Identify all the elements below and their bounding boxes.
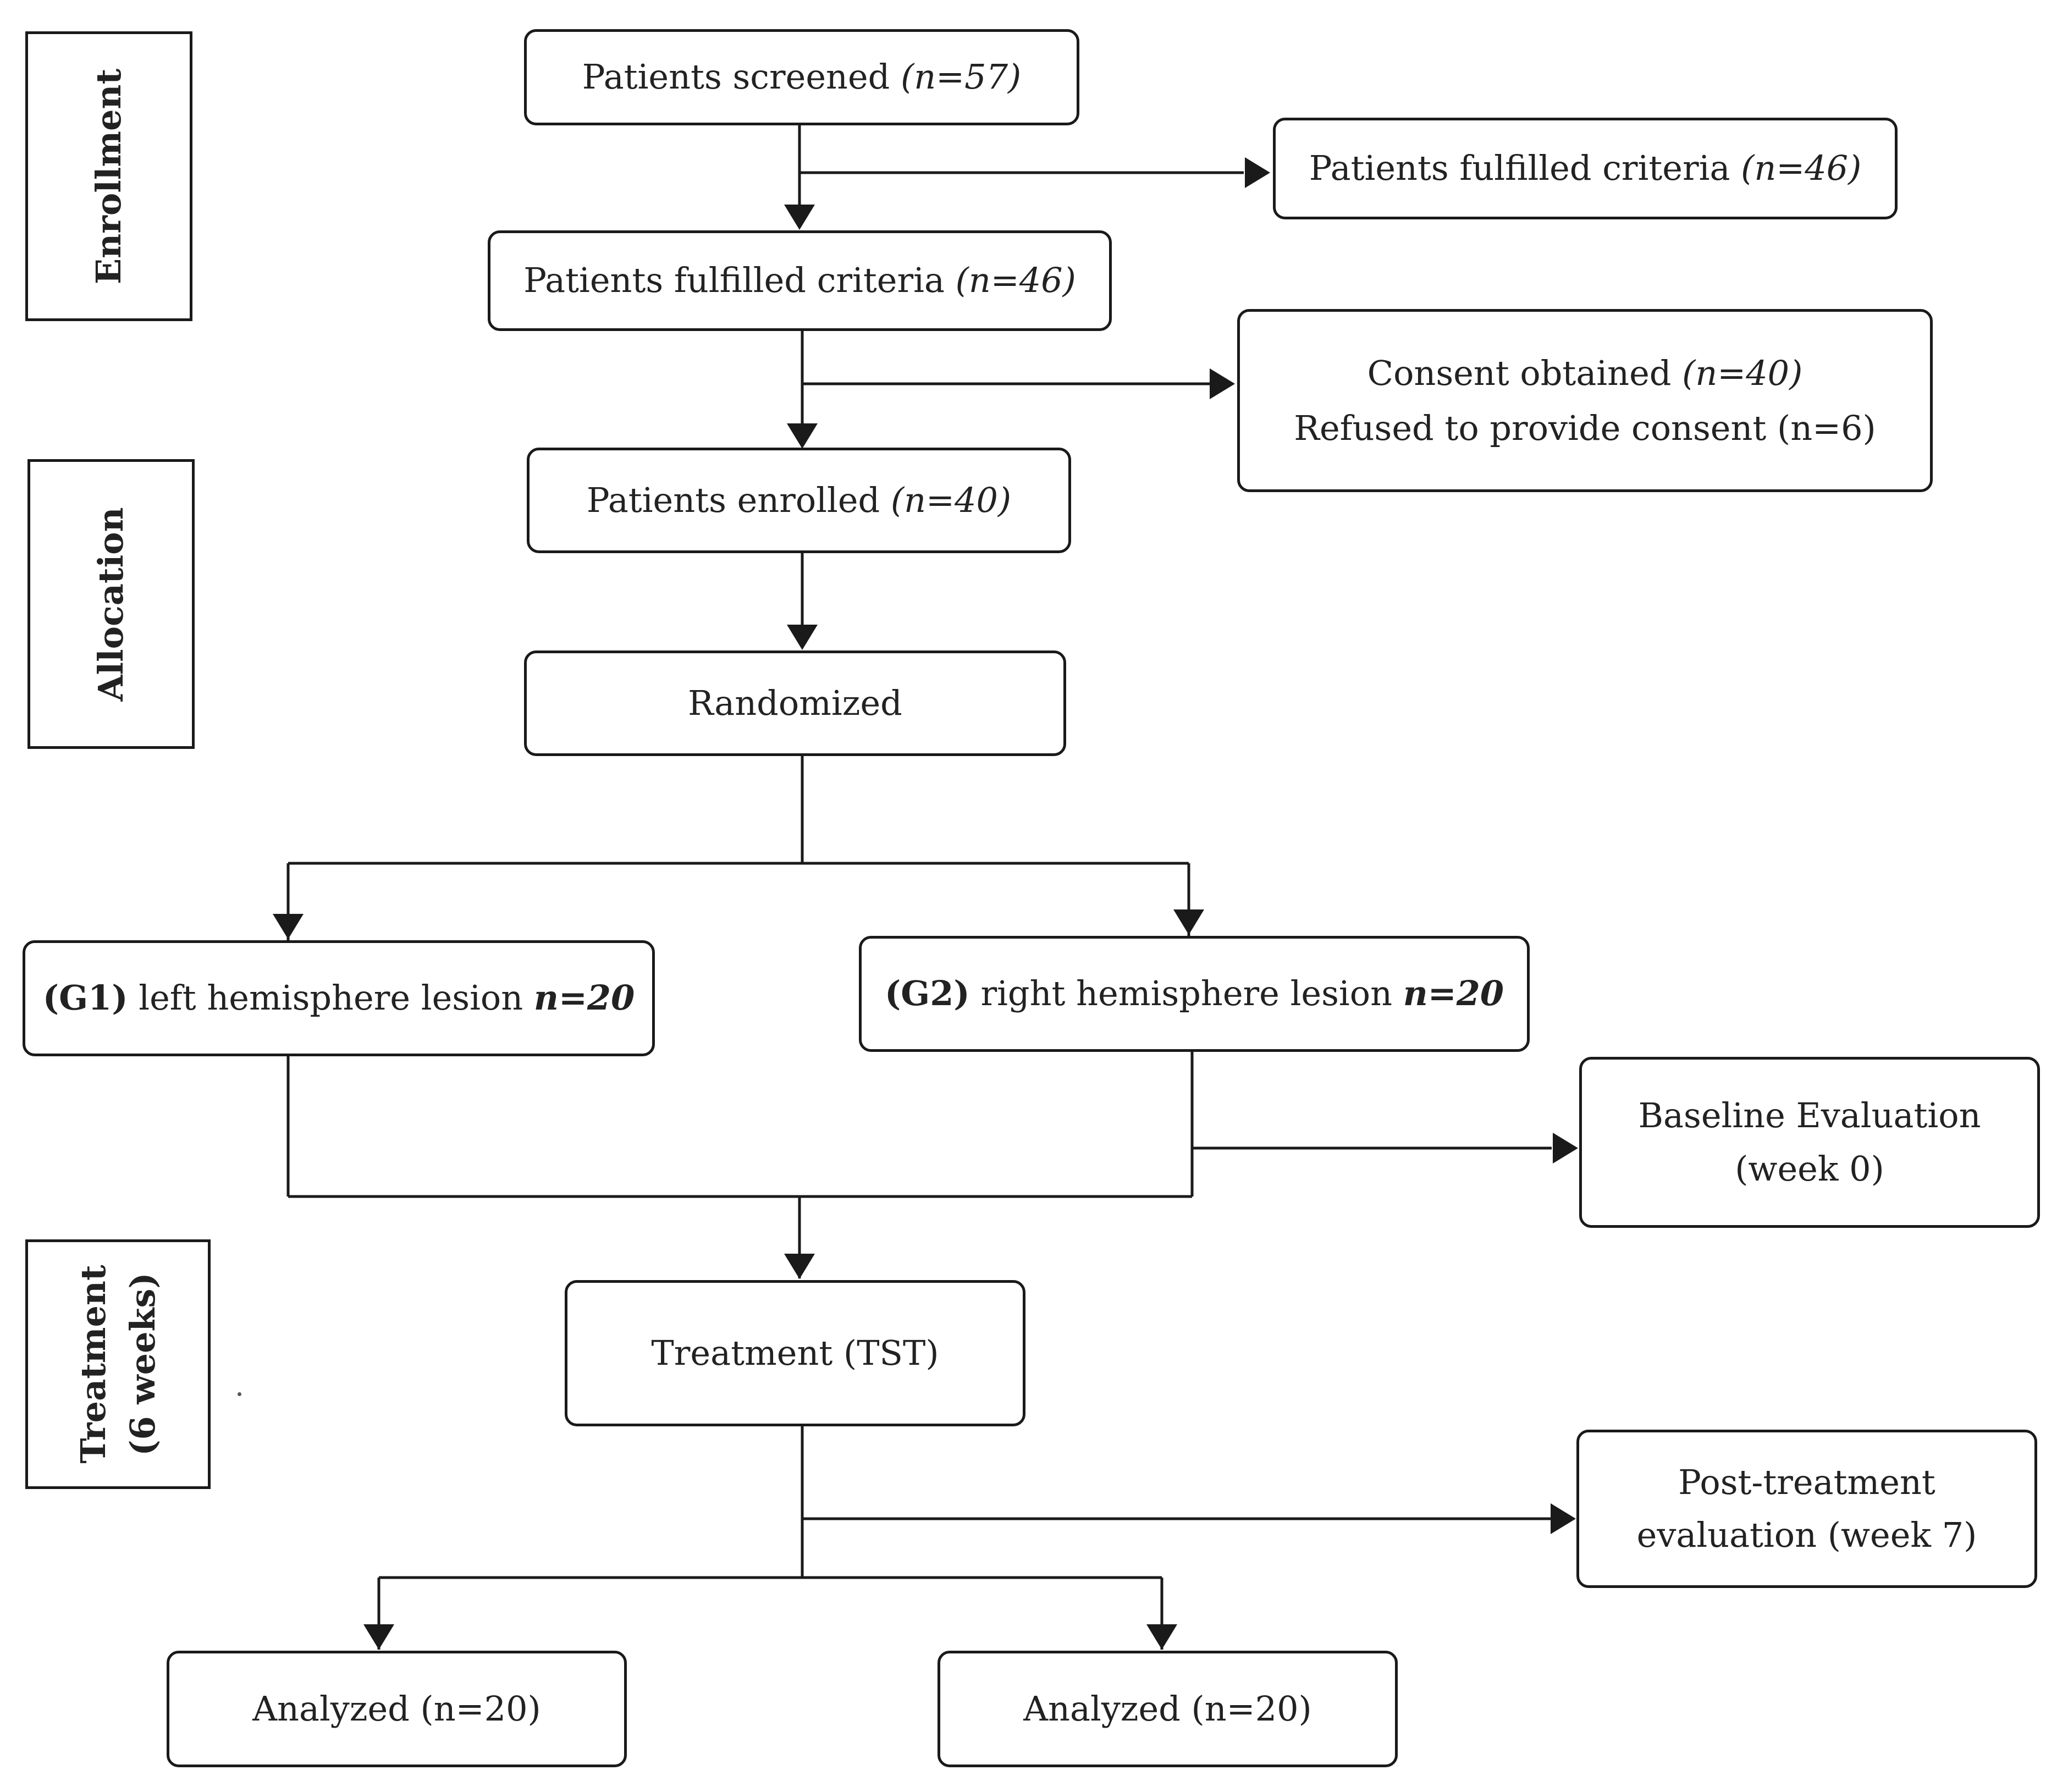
fulfilled-side-label: Patients fulfilled criteria: [1309, 148, 1730, 189]
box-patients-screened: Patients screened (n=57): [524, 29, 1079, 125]
box-group-g2: (G2) right hemisphere lesion n=20: [859, 936, 1530, 1052]
baseline-line1: Baseline Evaluation: [1638, 1095, 1981, 1136]
g2-count: n=20: [1403, 973, 1504, 1014]
phase-enrollment-label: Enrollment: [84, 68, 134, 284]
fulfilled-side-text: Patients fulfilled criteria (n=46): [1309, 142, 1862, 195]
screened-count: (n=57): [901, 57, 1022, 97]
g2-text: (G2) right hemisphere lesion n=20: [885, 967, 1504, 1020]
enrolled-count: (n=40): [890, 479, 1012, 520]
g1-text: (G1) left hemisphere lesion n=20: [43, 972, 635, 1024]
box-analyzed-right: Analyzed (n=20): [937, 1651, 1398, 1767]
analyzed-right-text: Analyzed (n=20): [1023, 1688, 1312, 1729]
box-fulfilled-criteria: Patients fulfilled criteria (n=46): [488, 230, 1112, 331]
arrowhead-to-post: [1551, 1503, 1576, 1534]
phase-treatment-label: Treatment (6 weeks): [69, 1265, 168, 1463]
phase-allocation-label: Allocation: [86, 507, 136, 701]
enrolled-label: Patients enrolled: [586, 479, 880, 520]
consent-obtained-text: Consent obtained (n=40): [1367, 346, 1803, 400]
fulfilled-main-text: Patients fulfilled criteria (n=46): [523, 254, 1076, 307]
g1-count: n=20: [533, 978, 635, 1018]
arrowhead-to-analyzed-right: [1146, 1624, 1177, 1650]
box-group-g1: (G1) left hemisphere lesion n=20: [23, 940, 655, 1056]
baseline-line2: (week 0): [1735, 1148, 1884, 1189]
box-analyzed-left: Analyzed (n=20): [167, 1651, 627, 1767]
arrowhead-to-baseline: [1553, 1133, 1578, 1164]
fulfilled-main-label: Patients fulfilled criteria: [523, 260, 945, 301]
arrowhead-to-enrolled: [787, 423, 818, 449]
arrowhead-to-randomized: [787, 625, 818, 650]
box-fulfilled-criteria-side: Patients fulfilled criteria (n=46): [1273, 118, 1898, 219]
screened-text: Patients screened (n=57): [582, 51, 1021, 103]
treatment-text: Treatment (TST): [651, 1332, 939, 1373]
g2-label: right hemisphere lesion: [980, 973, 1392, 1014]
box-post-treatment-evaluation: Post-treatment evaluation (week 7): [1576, 1430, 2037, 1588]
g1-label: left hemisphere lesion: [139, 978, 523, 1018]
g1-tag: (G1): [42, 978, 128, 1018]
arrowhead-to-analyzed-left: [363, 1624, 394, 1650]
phase-treatment-text: Treatment: [73, 1265, 113, 1464]
arrowhead-to-g1: [273, 914, 304, 939]
g2-tag: (G2): [884, 973, 970, 1014]
arrowhead-to-treatment: [784, 1254, 815, 1279]
fulfilled-main-count: (n=46): [955, 260, 1076, 301]
arrowhead-to-fulfilled: [784, 205, 815, 230]
post-line1: Post-treatment: [1678, 1462, 1935, 1502]
phase-allocation-text: Allocation: [91, 506, 131, 702]
post-line2: evaluation (week 7): [1636, 1515, 1977, 1555]
box-patients-enrolled: Patients enrolled (n=40): [527, 448, 1071, 553]
box-treatment-tst: Treatment (TST): [565, 1280, 1025, 1426]
arrowhead-to-consent: [1210, 368, 1235, 399]
arrowhead-to-fulfilled-side: [1245, 157, 1270, 188]
phase-treatment: Treatment (6 weeks): [25, 1239, 211, 1489]
randomized-text: Randomized: [688, 682, 902, 723]
arrowhead-to-g2: [1173, 909, 1204, 935]
fulfilled-side-count: (n=46): [1741, 148, 1862, 189]
consent-obtained-count: (n=40): [1682, 353, 1803, 394]
phase-allocation: Allocation: [27, 459, 195, 749]
phase-enrollment: Enrollment: [25, 31, 192, 321]
box-randomized: Randomized: [524, 650, 1066, 756]
phase-enrollment-text: Enrollment: [89, 68, 129, 284]
box-baseline-evaluation: Baseline Evaluation (week 0): [1579, 1057, 2040, 1228]
enrolled-text: Patients enrolled (n=40): [587, 474, 1011, 527]
consent-refused-text: Refused to provide consent (n=6): [1294, 407, 1876, 448]
consent-obtained-label: Consent obtained: [1367, 353, 1672, 394]
analyzed-left-text: Analyzed (n=20): [252, 1688, 541, 1729]
phase-treatment-duration: (6 weeks): [122, 1272, 163, 1456]
box-consent: Consent obtained (n=40) Refused to provi…: [1237, 309, 1933, 492]
screened-label: Patients screened: [582, 57, 890, 97]
stray-dot: [238, 1392, 241, 1396]
